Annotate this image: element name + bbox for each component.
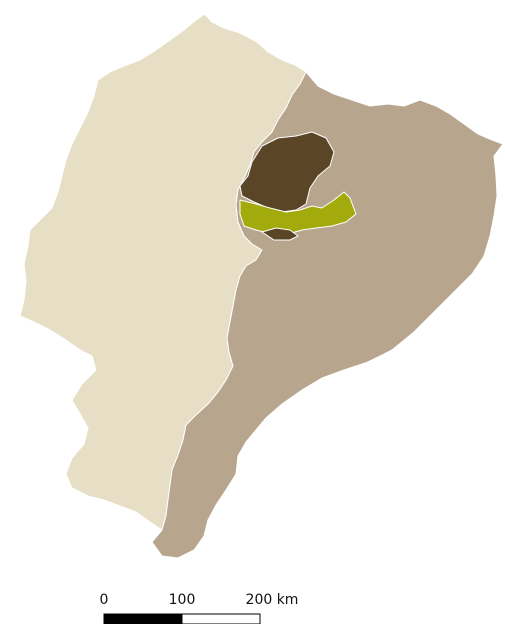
province-dark-south[interactable] xyxy=(261,227,299,241)
scale-label-100: 100 xyxy=(169,592,196,608)
scale-label-0: 0 xyxy=(100,592,109,608)
region-amazon[interactable] xyxy=(151,71,504,559)
scale-bar-segment-filled xyxy=(103,613,183,624)
province-highlight[interactable] xyxy=(239,191,357,235)
scale-label-200: 200 km xyxy=(246,592,299,608)
scale-bar-segment-empty xyxy=(181,613,261,624)
province-dark[interactable] xyxy=(239,131,335,213)
scale-bar: 0 100 200 km xyxy=(100,592,299,624)
